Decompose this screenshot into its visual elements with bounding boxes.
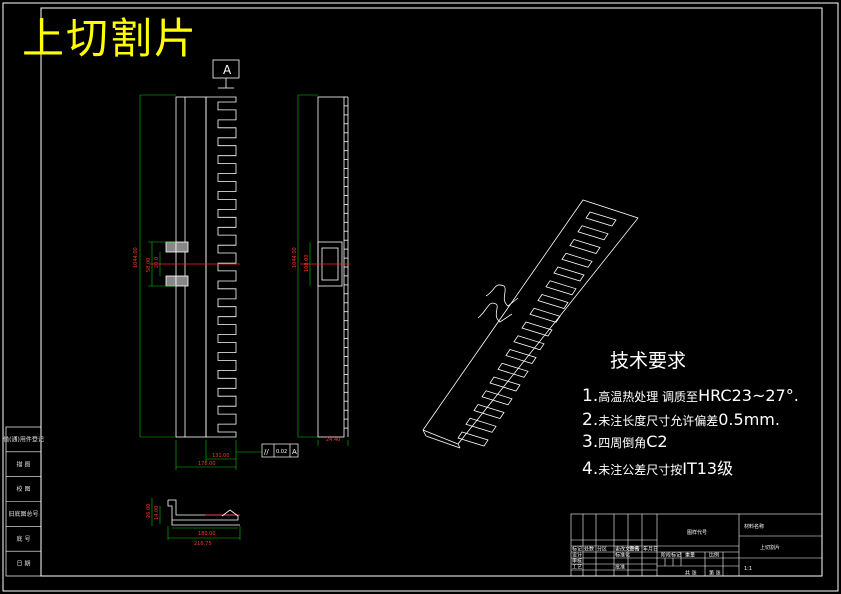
dim-side-height: 1044.00: [292, 247, 298, 268]
tech-requirement-text: 高温热处理 调质至: [598, 390, 699, 404]
iso-slot: [537, 294, 569, 309]
iso-slot: [561, 252, 593, 268]
front-dimensions: [139, 94, 262, 470]
inner-frame: [40, 7, 823, 577]
comb-teeth-outline: [206, 96, 237, 438]
tech-requirement-value: 0.5mm.: [718, 410, 780, 429]
dim-front-slot-pitch: 58.00: [146, 258, 152, 272]
tech-requirement-4: 4.未注公差尺寸按IT13级: [582, 455, 733, 479]
left-strip-item: 描 图: [17, 460, 31, 468]
title-block-cell: 比例: [709, 552, 719, 559]
title-block-cell: 标记: [572, 546, 582, 553]
tech-requirement-text: 四周倒角: [598, 436, 647, 450]
dim-front-height: 1044.00: [133, 247, 139, 268]
title-block-cell: 更改文件号: [615, 546, 640, 553]
tech-requirement-num: 2.: [582, 410, 599, 430]
side-view: [317, 96, 349, 438]
title-block-cell: 第 张: [709, 570, 721, 577]
dim-front-slot-width: 20.0: [154, 257, 160, 268]
tech-requirement-value: C2: [646, 432, 668, 451]
left-strip-item: 旧底图总号: [8, 510, 38, 518]
iso-slot: [465, 417, 497, 433]
left-strip-item: 底 号: [17, 535, 31, 543]
dim-section-height-b: 14.00: [154, 506, 160, 520]
iso-slot: [481, 390, 513, 406]
tolerance-frame: // 0.02 A: [261, 443, 299, 458]
iso-slot: [545, 280, 577, 296]
tech-requirement-1: 1.高温热处理 调质至HRC23~27°.: [582, 386, 799, 406]
section-view: [167, 499, 240, 526]
iso-slot: [577, 225, 609, 241]
iso-slot: [569, 239, 601, 254]
title-block-cell: 年月日: [643, 546, 658, 553]
iso-slot: [473, 404, 505, 419]
title-block-cell: 工艺: [572, 565, 582, 571]
tech-requirement-num: 4.: [582, 459, 599, 479]
datum-a-label: A: [223, 63, 232, 77]
tech-requirement-text: 未注公差尺寸按: [598, 463, 683, 477]
left-strip-item: 日 期: [17, 560, 31, 568]
title-block-cell: 重量: [685, 552, 695, 559]
title-block-company: 材料名称: [744, 523, 764, 530]
iso-slot: [489, 376, 521, 392]
dim-front-width-total: 176.00: [198, 461, 216, 467]
tech-requirement-text: 未注长度尺寸允许偏差: [598, 414, 719, 428]
title-block-cell: 共 张: [685, 570, 697, 577]
dim-section-height-a: 26.00: [146, 504, 152, 518]
iso-slot: [505, 349, 537, 364]
section-dimensions: [151, 498, 241, 540]
iso-slot: [497, 362, 529, 378]
title-block-cell: 阶段标记: [661, 552, 681, 559]
front-view: [165, 96, 237, 438]
tech-requirement-2: 2.未注长度尺寸允许偏差0.5mm.: [582, 410, 780, 430]
tech-requirement-num: 1.: [582, 386, 599, 406]
iso-slot: [529, 307, 561, 323]
tech-requirements-title: 技术要求: [610, 350, 687, 372]
tech-requirement-num: 3.: [582, 432, 599, 452]
drawing-title: 上切割片: [22, 14, 199, 63]
isometric-view: [422, 199, 639, 449]
title-block-cell: 审核: [572, 558, 582, 565]
dim-section-width-b: 216.75: [194, 541, 212, 547]
title-block-part-name: 上切割片: [760, 544, 780, 551]
title-block-cell: 标准化: [615, 552, 630, 559]
iso-slot: [521, 321, 553, 337]
datum-a: A: [212, 59, 240, 89]
tolerance-value: 0.02: [276, 449, 287, 455]
iso-slot: [585, 211, 617, 227]
left-strip-item: 借(通)用件登记: [3, 435, 44, 443]
dim-side-thickness: 24.40: [326, 437, 340, 443]
dim-section-width-a: 180.00: [198, 531, 216, 537]
iso-slot: [457, 431, 489, 447]
tech-requirement-3: 3.四周倒角C2: [582, 432, 668, 452]
tolerance-datum: A: [292, 448, 297, 456]
title-block-drawing-no-label: 图样代号: [687, 529, 707, 536]
title-block-cell: 分区: [597, 546, 607, 553]
iso-slot: [553, 266, 585, 282]
title-block-scale: 1:1: [744, 566, 752, 572]
title-block-cell: 批准: [615, 564, 625, 571]
dim-front-width-part: 131.00: [212, 453, 230, 459]
title-block: [570, 513, 823, 577]
title-block-cell: 设计: [572, 552, 582, 559]
iso-slot: [513, 335, 545, 351]
dim-side-slot: 100.00: [304, 255, 310, 273]
tech-requirement-value: HRC23~27°.: [698, 386, 799, 405]
left-strip-item: 校 图: [17, 485, 31, 493]
title-block-cell: 签名: [629, 546, 639, 553]
tech-requirement-value: IT13级: [682, 459, 734, 478]
tolerance-symbol: //: [264, 448, 269, 456]
title-block-cell: 处数: [584, 546, 594, 553]
